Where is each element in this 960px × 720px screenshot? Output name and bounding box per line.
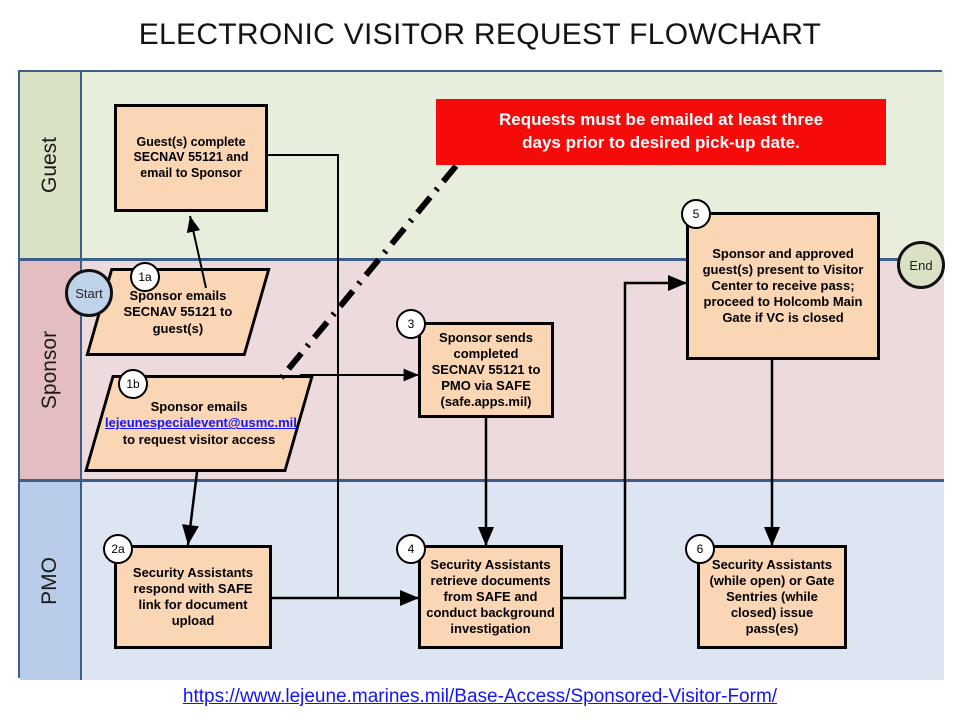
lane-header-pmo: PMO — [20, 482, 82, 680]
page-title: ELECTRONIC VISITOR REQUEST FLOWCHART — [138, 18, 822, 51]
badge-1a: 1a — [130, 262, 160, 292]
node-issue-passes-text: Security Assistants (while open) or Gate… — [709, 557, 835, 636]
node-sa-retrieve-docs-text: Security Assistants retrieve documents f… — [426, 557, 555, 636]
lane-label-pmo: PMO — [38, 557, 61, 605]
terminator-start-label: Start — [75, 285, 103, 301]
node-1b-suffix: to request visitor access — [122, 431, 276, 447]
email-link-lejeunespecialevent[interactable]: lejeunespecialevent@usmc.mil — [105, 415, 297, 431]
node-1b-prefix: Sponsor emails — [150, 399, 248, 415]
terminator-end: End — [897, 241, 945, 289]
badge-4: 4 — [396, 534, 426, 564]
node-sa-respond-safe[interactable]: Security Assistants respond with SAFE li… — [114, 545, 272, 649]
node-sponsor-sends-safe[interactable]: Sponsor sends completed SECNAV 55121 to … — [418, 322, 554, 418]
node-sponsor-emails-guests[interactable]: Sponsor emails SECNAV 55121 to guest(s) — [85, 268, 271, 356]
node-sponsor-emails-guests-text: Sponsor emails SECNAV 55121 to guest(s) — [123, 287, 233, 336]
node-guest-complete[interactable]: Guest(s) complete SECNAV 55121 and email… — [114, 104, 268, 212]
terminator-end-label: End — [909, 257, 933, 273]
badge-3: 3 — [396, 309, 426, 339]
note-line-1: Requests must be emailed at least three — [498, 110, 824, 130]
note-banner: Requests must be emailed at least three … — [436, 99, 886, 165]
lane-label-sponsor: Sponsor — [38, 330, 61, 410]
badge-5: 5 — [681, 199, 711, 229]
terminator-start: Start — [65, 269, 113, 317]
lane-header-guest: Guest — [20, 72, 82, 258]
node-sa-respond-safe-text: Security Assistants respond with SAFE li… — [132, 565, 254, 628]
badge-1b: 1b — [118, 369, 148, 399]
badge-2a: 2a — [103, 534, 133, 564]
badge-6: 6 — [685, 534, 715, 564]
node-present-visitor-center[interactable]: Sponsor and approved guest(s) present to… — [686, 212, 880, 360]
note-line-2: days prior to desired pick-up date. — [522, 133, 800, 152]
node-sponsor-sends-safe-text: Sponsor sends completed SECNAV 55121 to … — [431, 330, 541, 409]
lane-label-guest: Guest — [38, 136, 61, 194]
node-issue-passes[interactable]: Security Assistants (while open) or Gate… — [697, 545, 847, 649]
node-sa-retrieve-docs[interactable]: Security Assistants retrieve documents f… — [418, 545, 563, 649]
node-present-visitor-center-text: Sponsor and approved guest(s) present to… — [702, 246, 864, 325]
node-guest-complete-text: Guest(s) complete SECNAV 55121 and email… — [133, 135, 249, 180]
node-sponsor-emails-request-text: Sponsor emails lejeunespecialevent@usmc.… — [101, 399, 297, 448]
footer-url-link[interactable]: https://www.lejeune.marines.mil/Base-Acc… — [182, 686, 778, 707]
